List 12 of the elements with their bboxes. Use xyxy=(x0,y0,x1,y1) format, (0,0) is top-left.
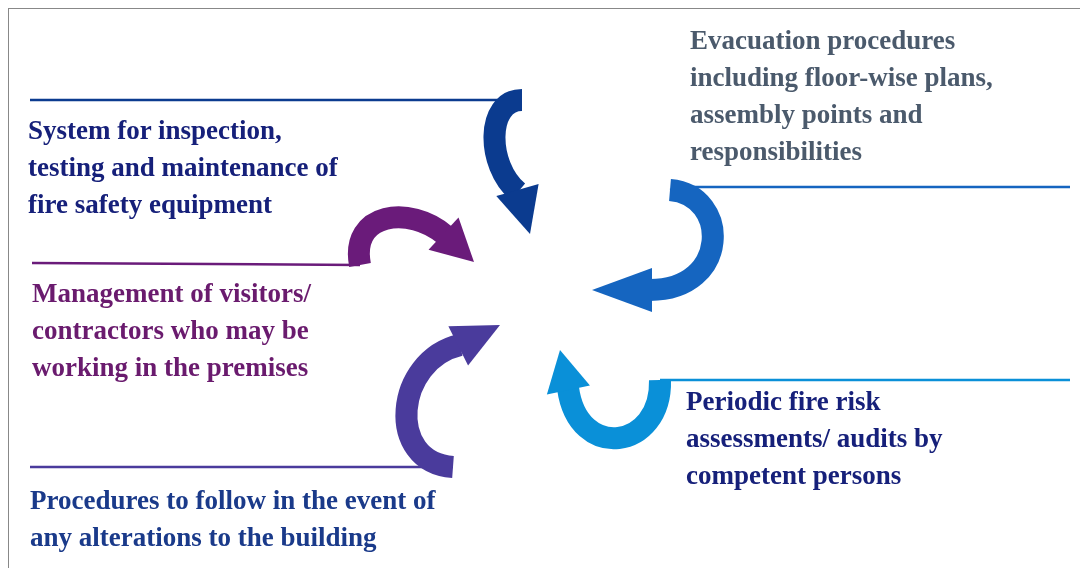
item-text: Evacuation procedures including floor-wise plans, assembly points and responsibilities xyxy=(690,22,1070,187)
leader-line xyxy=(32,261,360,267)
curved-arrow xyxy=(546,350,671,449)
item-text: Periodic fire risk assessments/ audits by competent persons xyxy=(686,380,986,494)
curved-arrow xyxy=(348,206,474,266)
curved-arrow xyxy=(395,325,500,478)
curved-arrow xyxy=(592,179,724,312)
item-text: System for inspection, testing and maintenance of fire safety equipment xyxy=(28,100,340,223)
item-text: Management of visitors/ contractors who may be working in the premises xyxy=(32,263,362,386)
curved-arrow xyxy=(483,89,539,234)
leader-line xyxy=(658,378,1072,382)
item-text: Procedures to follow in the event of any alterations to the building xyxy=(30,467,470,556)
